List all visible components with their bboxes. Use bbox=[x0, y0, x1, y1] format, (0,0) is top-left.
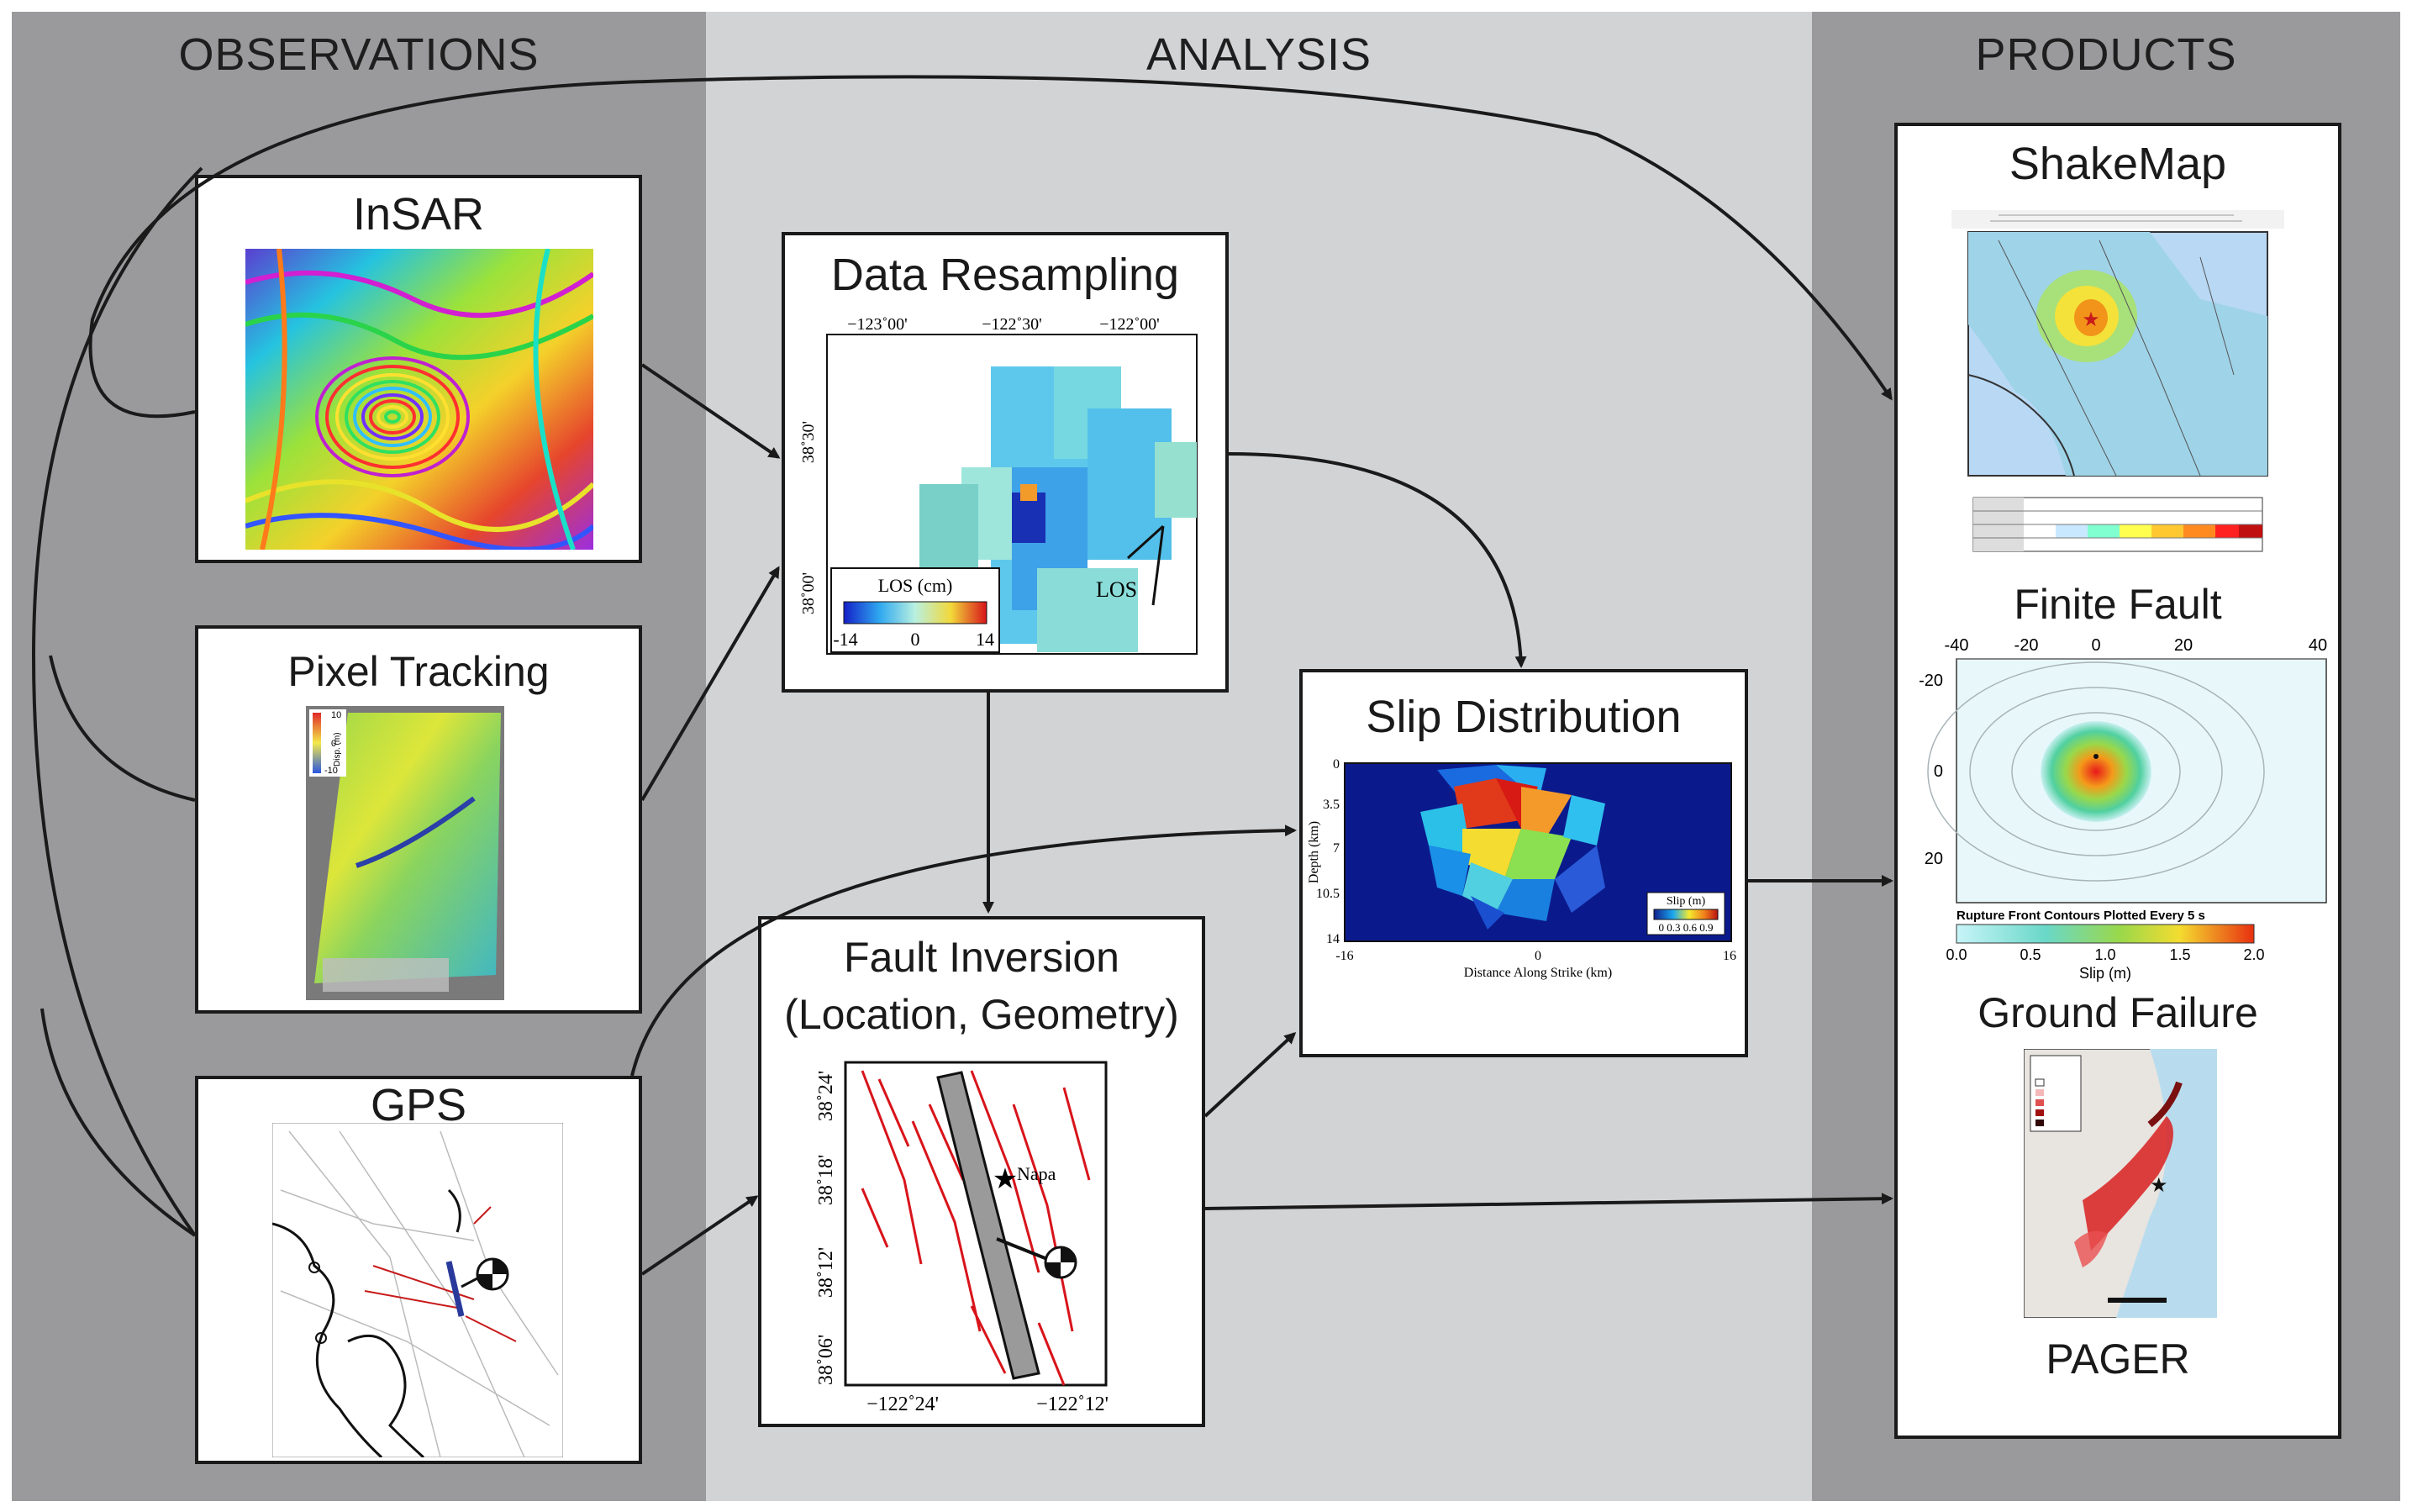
finite-fault-title: Finite Fault bbox=[2014, 581, 2222, 628]
data-resampling-ytick-2: 38˚00' bbox=[799, 572, 818, 614]
slip-x-axis-label: Distance Along Strike (km) bbox=[1464, 966, 1612, 980]
finite-fault-contour-caption: Rupture Front Contours Plotted Every 5 s bbox=[1956, 909, 2205, 923]
observations-column-title: OBSERVATIONS bbox=[178, 29, 540, 80]
slip-distribution-panel: Slip Distribution bbox=[1299, 669, 1748, 1057]
slip-xtick-2: 0 bbox=[1535, 949, 1541, 963]
slip-legend-ticks: 0 0.3 0.6 0.9 bbox=[1659, 921, 1714, 934]
data-resampling-cb-title: LOS (cm) bbox=[878, 575, 953, 596]
fault-inversion-ytick-1: 38˚24' bbox=[815, 1071, 837, 1121]
epicenter-star-icon: ★ bbox=[2082, 308, 2100, 331]
finite-fault-xtick-4: 20 bbox=[2174, 636, 2193, 655]
gps-title: GPS bbox=[370, 1080, 467, 1130]
data-resampling-los-label: LOS bbox=[1096, 577, 1137, 602]
finite-fault-cbtick-3: 1.0 bbox=[2094, 946, 2115, 963]
ground-failure-map: ★ bbox=[2024, 1049, 2217, 1318]
fault-inversion-ytick-2: 38˚18' bbox=[815, 1155, 837, 1205]
finite-fault-xtick-1: -40 bbox=[1945, 636, 1969, 655]
data-resampling-cb-min: -14 bbox=[833, 629, 857, 650]
insar-panel: InSAR bbox=[195, 175, 642, 563]
fault-inversion-title-line2: (Location, Geometry) bbox=[784, 991, 1179, 1038]
pixel-tracking-cb-min: -10 bbox=[324, 766, 338, 776]
fault-inversion-place-label: Napa bbox=[1017, 1163, 1056, 1184]
fault-inversion-title-line1: Fault Inversion bbox=[844, 934, 1119, 981]
pixel-tracking-cb-mid: 0 bbox=[331, 739, 336, 749]
slip-ytick-3: 7 bbox=[1333, 841, 1340, 856]
finite-fault-xtick-5: 40 bbox=[2309, 636, 2327, 655]
slip-xtick-3: 16 bbox=[1723, 949, 1736, 963]
finite-fault-cbtick-5: 2.0 bbox=[2243, 946, 2264, 963]
data-resampling-ytick-1: 38˚30' bbox=[799, 421, 818, 463]
slip-ytick-4: 10.5 bbox=[1316, 887, 1340, 901]
napa-star-icon: ★ bbox=[993, 1163, 1018, 1195]
slip-ytick-1: 0 bbox=[1333, 757, 1340, 772]
data-resampling-cb-mid: 0 bbox=[911, 629, 920, 650]
data-resampling-panel: Data Resampling LOS (cm) bbox=[782, 232, 1229, 693]
pixel-tracking-cb-label: Disp. (m) bbox=[333, 732, 342, 767]
finite-fault-xtick-2: -20 bbox=[2014, 636, 2039, 655]
products-panel: ShakeMap ★ bbox=[1894, 123, 2341, 1439]
insar-interferogram bbox=[245, 249, 593, 550]
slip-legend-title: Slip (m) bbox=[1667, 895, 1706, 908]
ground-failure-star-icon: ★ bbox=[2150, 1174, 2168, 1197]
data-resampling-xtick-1: −123˚00' bbox=[847, 316, 908, 334]
fault-inversion-map: ★ Napa 38˚24' 38˚18' 38˚12' 38˚06' −122˚… bbox=[815, 1061, 1109, 1415]
slip-ytick-5: 14 bbox=[1326, 932, 1340, 946]
fault-inversion-ytick-3: 38˚12' bbox=[815, 1247, 837, 1298]
slip-ytick-2: 3.5 bbox=[1323, 798, 1340, 812]
finite-fault-cbtick-1: 0.0 bbox=[1946, 946, 1967, 963]
slip-xtick-1: -16 bbox=[1335, 949, 1353, 963]
fault-inversion-xtick-1: −122˚24' bbox=[866, 1393, 939, 1415]
data-resampling-map: LOS (cm) -14 0 14 LOS −123˚00' −122˚30' … bbox=[799, 316, 1198, 655]
slip-distribution-title: Slip Distribution bbox=[1366, 692, 1682, 742]
pager-title: PAGER bbox=[2046, 1336, 2190, 1383]
finite-fault-ytick-1: -20 bbox=[1919, 672, 1943, 690]
pixel-tracking-title: Pixel Tracking bbox=[287, 648, 550, 695]
finite-fault-xtick-3: 0 bbox=[2091, 636, 2100, 655]
slip-y-axis-label: Depth (km) bbox=[1307, 821, 1321, 883]
insar-title: InSAR bbox=[352, 189, 485, 240]
analysis-column-title: ANALYSIS bbox=[1145, 29, 1372, 80]
data-resampling-xtick-3: −122˚00' bbox=[1099, 316, 1160, 334]
pixel-tracking-panel: Pixel Tracking 10 0 -10 Disp. (m) bbox=[195, 625, 642, 1014]
fault-inversion-xtick-2: −122˚12' bbox=[1036, 1393, 1109, 1415]
finite-fault-ytick-3: 20 bbox=[1925, 850, 1943, 868]
gps-map bbox=[272, 1123, 563, 1457]
finite-fault-plot: -40 -20 0 20 40 -20 0 20 Rupture Front C… bbox=[1919, 636, 2327, 982]
finite-fault-cbtick-4: 1.5 bbox=[2169, 946, 2190, 963]
fault-inversion-panel: Fault Inversion (Location, Geometry) ★ N… bbox=[758, 916, 1205, 1427]
finite-fault-cbtick-2: 0.5 bbox=[2020, 946, 2041, 963]
finite-fault-ytick-2: 0 bbox=[1934, 762, 1943, 781]
pixel-tracking-cb-max: 10 bbox=[331, 710, 341, 720]
gps-panel: GPS bbox=[195, 1076, 642, 1464]
data-resampling-cb-max: 14 bbox=[976, 629, 994, 650]
data-resampling-title: Data Resampling bbox=[830, 250, 1180, 300]
shakemap-title: ShakeMap bbox=[2009, 139, 2227, 189]
data-resampling-xtick-2: −122˚30' bbox=[982, 316, 1042, 334]
shakemap-image: ★ bbox=[1948, 207, 2288, 560]
fault-inversion-ytick-4: 38˚06' bbox=[815, 1335, 837, 1385]
finite-fault-cb-label: Slip (m) bbox=[2079, 965, 2131, 982]
pixel-tracking-map: 10 0 -10 Disp. (m) bbox=[306, 706, 504, 1000]
ground-failure-title: Ground Failure bbox=[1978, 989, 2258, 1036]
products-column-title: PRODUCTS bbox=[1975, 29, 2237, 80]
slip-distribution-plot: Slip (m) 0 0.3 0.6 0.9 0 3.5 7 10.5 14 D… bbox=[1307, 757, 1736, 980]
